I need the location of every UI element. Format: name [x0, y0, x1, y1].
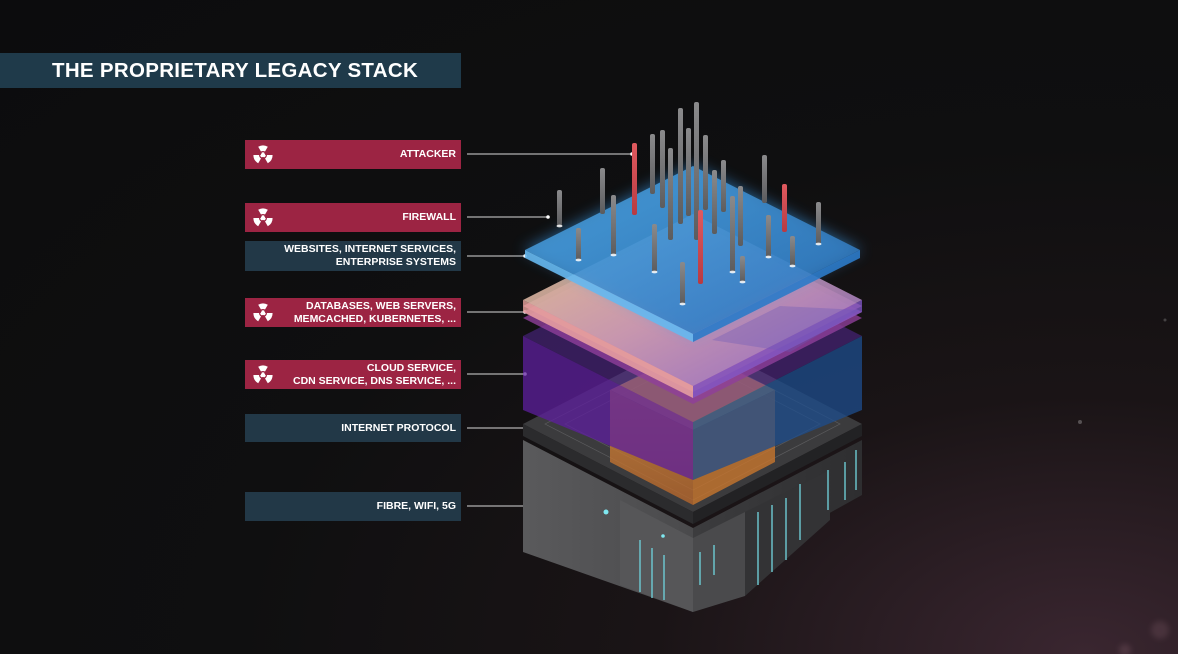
layer-label-text: WEBSITES, INTERNET SERVICES, ENTERPRISE … — [284, 243, 456, 268]
title-banner: THE PROPRIETARY LEGACY STACK — [0, 53, 461, 88]
layer-label-attacker: ATTACKER — [245, 140, 461, 169]
radiation-icon — [253, 144, 273, 163]
radiation-icon — [253, 207, 273, 226]
firewall-pillars — [556, 102, 822, 306]
layer-label-physical: FIBRE, WIFI, 5G — [245, 492, 461, 521]
layer-label-websites: WEBSITES, INTERNET SERVICES, ENTERPRISE … — [245, 241, 461, 271]
layer-label-text: CLOUD SERVICE, CDN SERVICE, DNS SERVICE,… — [293, 361, 456, 387]
layer-label-databases: DATABASES, WEB SERVERS, MEMCACHED, KUBER… — [245, 298, 461, 327]
layer-label-text: FIBRE, WIFI, 5G — [376, 500, 456, 512]
radiation-icon — [253, 302, 273, 321]
physical-layer-server — [523, 440, 862, 612]
layer-label-cloud: CLOUD SERVICE, CDN SERVICE, DNS SERVICE,… — [245, 360, 461, 389]
layer-label-text: DATABASES, WEB SERVERS, MEMCACHED, KUBER… — [293, 299, 456, 325]
layer-label-text: INTERNET PROTOCOL — [341, 421, 456, 434]
websites-layer — [523, 164, 862, 352]
layer-label-firewall: FIREWALL — [245, 203, 461, 232]
attacker-pillars — [632, 143, 787, 284]
layer-label-text: ATTACKER — [399, 148, 456, 160]
layer-label-text: FIREWALL — [402, 211, 456, 223]
layer-label-internet-protocol: INTERNET PROTOCOL — [245, 414, 461, 442]
page-title: THE PROPRIETARY LEGACY STACK — [52, 58, 419, 82]
background-bokeh — [1078, 318, 1169, 654]
radiation-icon — [253, 364, 273, 383]
connector-lines — [467, 153, 632, 507]
